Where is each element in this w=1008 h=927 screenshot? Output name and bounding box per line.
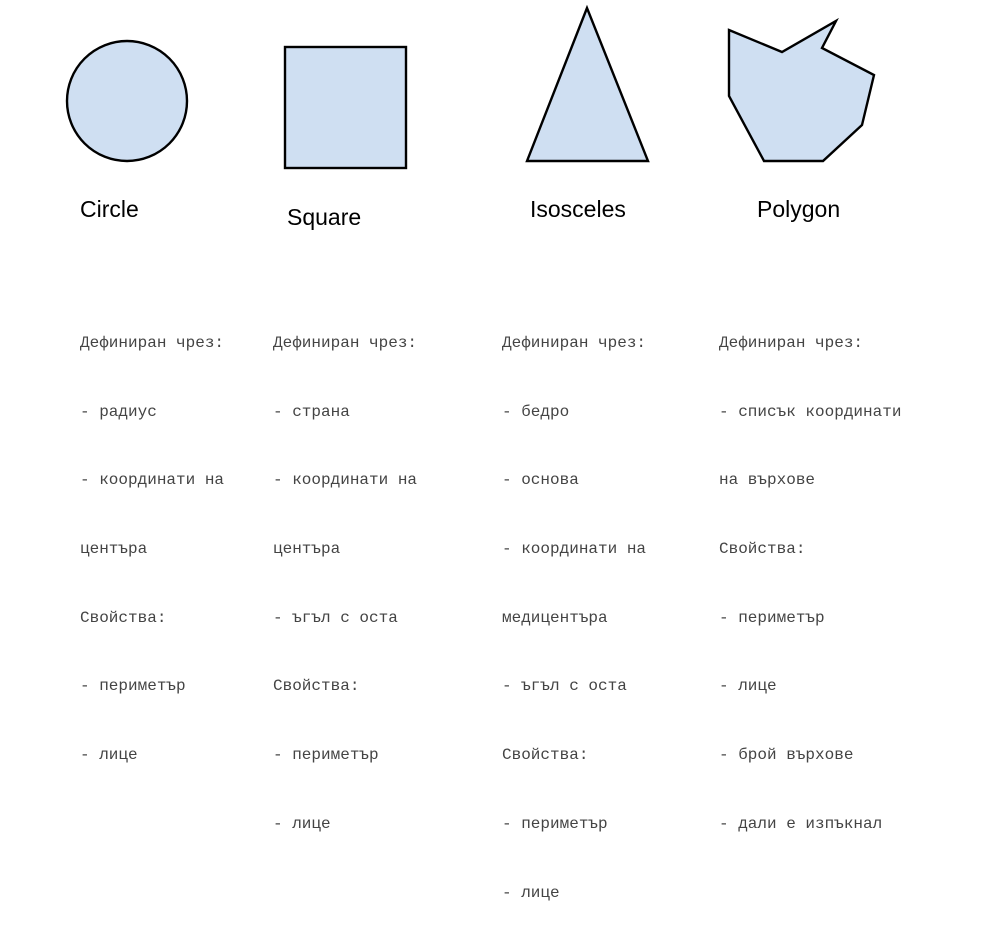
description-line: - ъгъл с оста: [502, 677, 627, 696]
description-line: - лице: [719, 677, 777, 696]
description-line: - периметър: [80, 677, 186, 696]
circle-title: Circle: [80, 196, 139, 222]
description-line: - списък координати: [719, 402, 902, 421]
isosceles-triangle-shape: [525, 4, 650, 163]
circle-description: Дефиниран чрез: - радиус - координати на…: [80, 286, 224, 790]
polygon-shape: [727, 17, 876, 163]
description-line: медицентъра: [502, 608, 608, 627]
description-line: - основа: [502, 471, 579, 490]
description-line: - периметър: [502, 814, 608, 833]
polygon-description: Дефиниран чрез: - списък координати на в…: [719, 286, 901, 859]
description-line: - дали е изпъкнал: [719, 814, 883, 833]
description-line: центъра: [273, 539, 341, 558]
description-line: - ъгъл с оста: [273, 608, 398, 627]
description-line: Свойства:: [80, 608, 167, 627]
description-line: - страна: [273, 402, 350, 421]
description-line: - лице: [502, 883, 560, 902]
polygon-title: Polygon: [757, 196, 841, 222]
description-line: Свойства:: [719, 539, 806, 558]
description-line: - периметър: [719, 608, 825, 627]
description-line: Дефиниран чрез:: [273, 333, 418, 352]
description-line: - координати на: [80, 471, 225, 490]
description-line: Дефиниран чрез:: [502, 333, 647, 352]
square-shape: [283, 45, 408, 170]
description-line: - бедро: [502, 402, 570, 421]
description-line: на върхове: [719, 471, 816, 490]
square-title: Square: [287, 204, 362, 230]
circle-shape: [65, 39, 189, 163]
square-description: Дефиниран чрез: - страна - координати на…: [273, 286, 417, 859]
description-line: - периметър: [273, 746, 379, 765]
description-line: Свойства:: [502, 746, 589, 765]
description-line: - координати на: [273, 471, 418, 490]
description-line: Дефиниран чрез:: [80, 333, 225, 352]
isosceles-title: Isosceles: [530, 196, 626, 222]
description-line: - лице: [80, 746, 138, 765]
description-line: Дефиниран чрез:: [719, 333, 864, 352]
description-line: - лице: [273, 814, 331, 833]
shapes-canvas: [65, 4, 876, 170]
description-line: Свойства:: [273, 677, 360, 696]
isosceles-description: Дефиниран чрез: - бедро - основа - коорд…: [502, 286, 646, 927]
description-line: - брой върхове: [719, 746, 854, 765]
description-line: центъра: [80, 539, 148, 558]
description-line: - координати на: [502, 539, 647, 558]
description-line: - радиус: [80, 402, 157, 421]
